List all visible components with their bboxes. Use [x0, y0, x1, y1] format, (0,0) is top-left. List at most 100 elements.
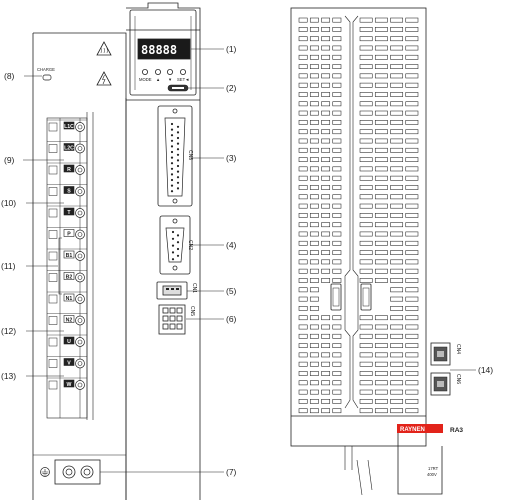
vent-slot	[374, 17, 388, 23]
vent-slot	[405, 380, 419, 386]
vent-slot	[405, 27, 419, 32]
vent-slot	[298, 296, 308, 302]
vent-slot	[298, 166, 308, 172]
terminal-label: N1	[66, 296, 73, 302]
pin	[170, 190, 174, 193]
callout-8: (8)	[4, 71, 15, 81]
vent-slot	[309, 175, 319, 181]
terminal-label-box	[63, 207, 75, 216]
terminal-label-box	[63, 272, 75, 280]
vent-slot	[309, 380, 319, 386]
vent-slot	[405, 194, 419, 200]
vent-slot	[309, 101, 319, 107]
pin	[176, 159, 180, 162]
pin	[170, 150, 174, 154]
ground-terminal	[40, 465, 94, 479]
vent-slot	[405, 64, 419, 69]
vent-slot	[332, 203, 342, 209]
vent-slot	[374, 147, 388, 153]
vent-slot	[332, 371, 342, 376]
vent-slot	[321, 361, 331, 367]
pin	[170, 122, 174, 126]
vent-slot	[405, 333, 419, 339]
terminal-label: N2	[66, 317, 73, 323]
vent-slot	[332, 166, 342, 172]
vent-slot	[332, 36, 342, 42]
terminal-label-box	[63, 164, 75, 173]
terminal-label: S	[67, 188, 71, 194]
vent-slot	[359, 222, 373, 228]
vent-slot	[332, 278, 342, 283]
vent-slot	[359, 231, 373, 237]
brand-logo	[397, 424, 443, 433]
vent-slot	[390, 268, 404, 274]
vent-slot	[359, 92, 373, 97]
vent-slot	[332, 138, 342, 144]
vent-slot	[390, 54, 404, 60]
vent-slot	[405, 371, 419, 376]
vent-slot	[309, 203, 319, 209]
vent-slot	[332, 352, 342, 358]
callout-leaders	[23, 48, 476, 473]
vent-slot	[405, 306, 419, 311]
vent-slot	[321, 147, 331, 153]
vent-slot	[309, 194, 319, 200]
vent-slot	[332, 399, 342, 404]
vent-slot	[405, 268, 419, 274]
pin	[176, 176, 180, 179]
vent-slot	[390, 371, 404, 376]
vent-slot	[359, 101, 373, 107]
callout-3: (3)	[226, 153, 237, 163]
terminal-s: S	[47, 184, 87, 197]
rating-line-1: 17RT	[428, 466, 439, 471]
pin	[176, 153, 180, 156]
vent-slot	[390, 64, 404, 69]
vent-slot	[298, 110, 308, 116]
vent-slot	[309, 324, 319, 330]
pin	[170, 134, 174, 137]
vent-slot	[374, 399, 388, 404]
terminal-label-box	[63, 143, 75, 151]
vent-slot	[374, 194, 388, 200]
mode-button[interactable]	[141, 69, 148, 76]
set-button[interactable]	[179, 69, 186, 76]
vent-slot	[359, 166, 373, 172]
vent-slot	[309, 54, 319, 60]
pin	[176, 247, 180, 251]
terminal-l2c: L2C	[47, 141, 87, 154]
vent-slot	[374, 92, 388, 97]
terminal-group-brackets	[58, 237, 62, 295]
vent-slot	[309, 306, 319, 311]
vent-slot	[321, 240, 331, 246]
vent-slot	[390, 259, 404, 265]
vent-slot	[390, 101, 404, 107]
vent-slot	[390, 250, 404, 255]
vent-slot	[321, 110, 331, 116]
vent-slot	[405, 36, 419, 42]
pin	[176, 125, 180, 128]
vent-slot	[374, 380, 388, 386]
terminal-label: R	[67, 167, 71, 173]
vent-slot	[321, 315, 331, 321]
vent-slot	[321, 138, 331, 144]
vent-slot	[309, 222, 319, 228]
vent-slot	[309, 399, 319, 404]
vent-slot	[309, 157, 319, 162]
vent-slot	[321, 101, 331, 107]
down-button[interactable]	[166, 69, 173, 76]
vent-slot	[390, 315, 404, 321]
vent-slot	[298, 27, 308, 32]
brand-label: RAYNEN RA3 17RT 400V	[397, 424, 463, 477]
vent-slot	[309, 287, 319, 293]
terminal-label-box	[63, 229, 75, 237]
vent-slot	[390, 120, 404, 125]
vent-slot	[321, 408, 331, 414]
vent-slot	[332, 64, 342, 69]
up-button[interactable]	[154, 69, 161, 76]
vent-slot	[405, 343, 419, 348]
ventilation-slots	[298, 17, 419, 414]
vent-slot	[390, 361, 404, 367]
terminal-label: P	[67, 231, 71, 237]
cn3-pins	[170, 122, 180, 193]
vent-slot	[405, 45, 419, 51]
